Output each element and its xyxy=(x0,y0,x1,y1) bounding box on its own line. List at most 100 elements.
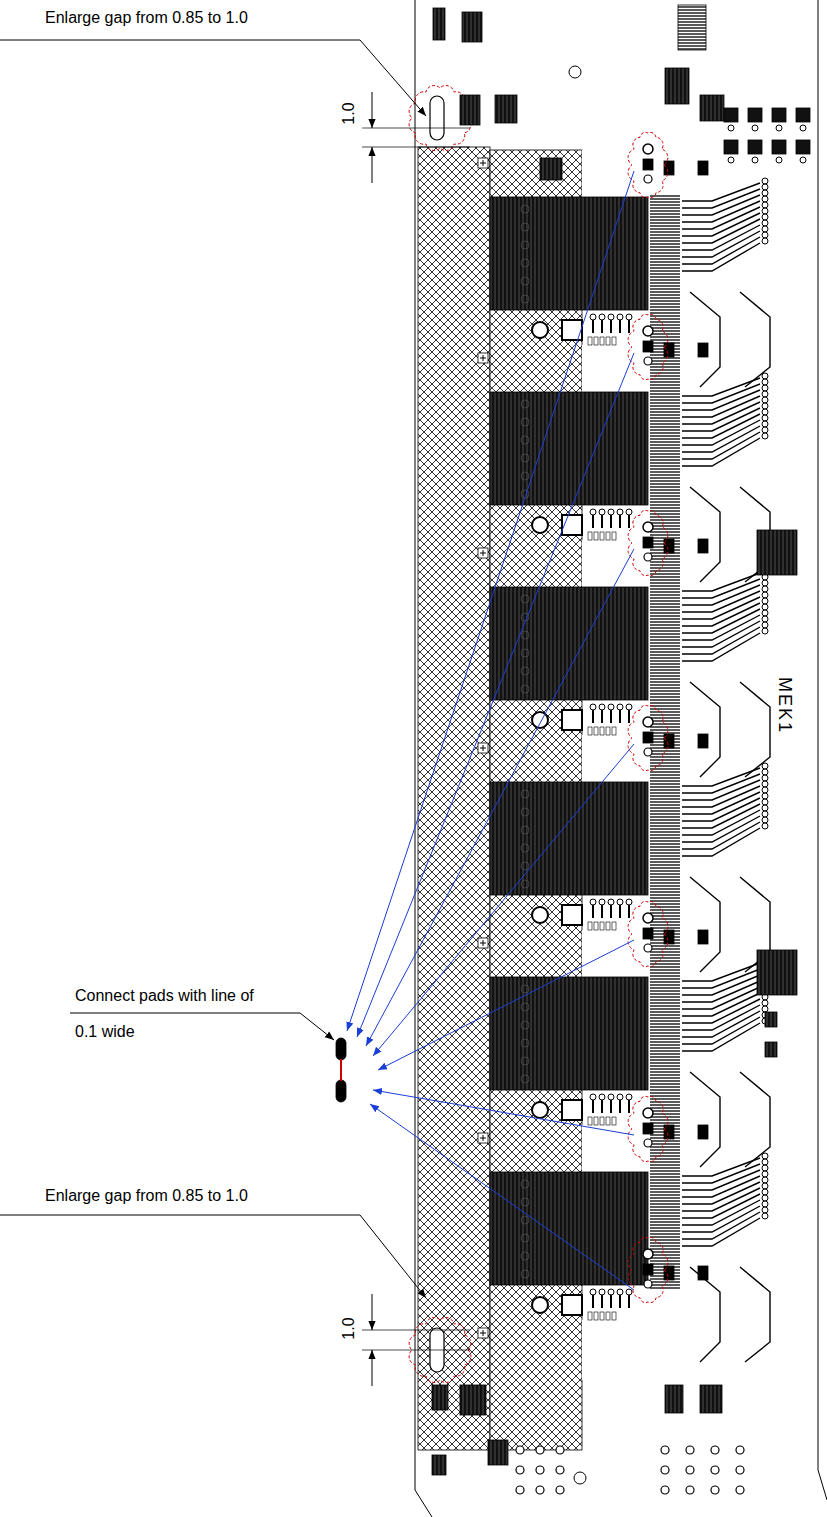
fanout-pad xyxy=(762,379,768,385)
test-pad-mark xyxy=(483,940,484,946)
small-pad xyxy=(600,1312,604,1320)
teardrop-pad xyxy=(599,1289,605,1295)
component-pad xyxy=(540,158,562,180)
teardrop-pad xyxy=(626,704,632,710)
revision-cloud xyxy=(628,1237,668,1302)
revision-cloud xyxy=(628,510,668,575)
component-pad xyxy=(748,108,762,122)
via xyxy=(536,1486,544,1494)
teardrop-pad xyxy=(590,899,596,905)
via xyxy=(521,1234,529,1242)
via xyxy=(521,1039,529,1047)
teardrop-pad xyxy=(599,314,605,320)
fanout-pad xyxy=(762,232,768,238)
fanout-pad xyxy=(762,622,768,628)
pad-array xyxy=(490,197,648,310)
teardrop-pad xyxy=(590,314,596,320)
dimension-arrow xyxy=(372,1350,373,1386)
fanout-trace xyxy=(690,1267,720,1362)
fanout-pad xyxy=(762,373,768,379)
ring-pad xyxy=(644,1280,652,1288)
small-pad xyxy=(600,1117,604,1125)
smd-pad xyxy=(698,343,708,357)
ring-pad xyxy=(644,357,652,365)
small-pad xyxy=(594,1312,598,1320)
smd-pad xyxy=(698,930,708,944)
revision-cloud xyxy=(628,132,668,197)
dimension-arrow xyxy=(372,92,373,128)
pad-array xyxy=(490,392,648,505)
test-pad-mark xyxy=(483,355,484,361)
teardrop-pad xyxy=(590,704,596,710)
via xyxy=(521,1198,529,1206)
fanout-pad xyxy=(762,220,768,226)
component-pad xyxy=(796,108,810,122)
teardrop-pad xyxy=(617,509,623,515)
connector-pad xyxy=(678,5,706,50)
fanout-pad xyxy=(762,1165,768,1171)
via xyxy=(521,223,529,231)
fanout-pad xyxy=(762,1189,768,1195)
teardrop-trace xyxy=(592,710,594,723)
via xyxy=(661,1446,669,1454)
fanout-pad xyxy=(762,208,768,214)
via xyxy=(521,649,529,657)
via xyxy=(516,1486,524,1494)
leader-line xyxy=(0,40,426,116)
smd-pad xyxy=(698,1125,708,1139)
pointer-arrow xyxy=(370,1104,634,1290)
fanout-pad xyxy=(762,196,768,202)
component-pad xyxy=(757,530,797,575)
fanout-trace xyxy=(682,573,760,591)
fanout-pad xyxy=(762,817,768,823)
teardrop-pad xyxy=(617,314,623,320)
leader-line xyxy=(0,1215,426,1298)
teardrop-trace xyxy=(601,710,603,723)
via xyxy=(752,157,758,163)
via xyxy=(521,472,529,480)
comb-pads xyxy=(650,195,680,1290)
component-pad xyxy=(765,1012,777,1027)
dimension-arrow xyxy=(372,147,373,183)
smd-pad xyxy=(698,1266,708,1280)
teardrop-trace xyxy=(601,515,603,528)
small-pad xyxy=(612,337,616,345)
test-pad-mark xyxy=(483,1135,484,1141)
component-pad xyxy=(796,140,810,154)
component-pad xyxy=(748,140,762,154)
pointer-arrow xyxy=(373,744,634,1056)
square-pad xyxy=(562,710,582,730)
small-pad xyxy=(612,922,616,930)
via xyxy=(556,1446,564,1454)
smd-pad xyxy=(643,1264,653,1275)
pad-array xyxy=(490,587,648,700)
teardrop-pad xyxy=(590,1094,596,1100)
teardrop-pad xyxy=(608,314,614,320)
fanout-pad xyxy=(762,403,768,409)
fanout-trace xyxy=(682,1023,760,1051)
fanout-trace xyxy=(682,189,760,208)
fanout-trace xyxy=(682,183,760,201)
ring-pad xyxy=(644,553,652,561)
fanout-trace xyxy=(740,1267,770,1362)
header-clearance xyxy=(582,735,648,782)
via xyxy=(521,1216,529,1224)
fanout-trace xyxy=(682,774,760,793)
mounting-hole xyxy=(569,66,581,78)
test-pad xyxy=(478,353,488,363)
fanout-trace xyxy=(682,579,760,598)
fanout-pad xyxy=(762,391,768,397)
square-pad xyxy=(562,515,582,535)
pointer-arrow xyxy=(347,171,634,1031)
teardrop-trace xyxy=(592,1100,594,1113)
component-pad xyxy=(700,1385,722,1413)
via xyxy=(521,862,529,870)
small-pad xyxy=(606,922,610,930)
component-pad xyxy=(772,108,786,122)
teardrop-pad xyxy=(626,1289,632,1295)
fanout-pad xyxy=(762,238,768,244)
revision-cloud xyxy=(628,1096,668,1161)
teardrop-trace xyxy=(619,1295,621,1308)
pad-array xyxy=(490,977,648,1090)
small-pad xyxy=(588,727,592,735)
